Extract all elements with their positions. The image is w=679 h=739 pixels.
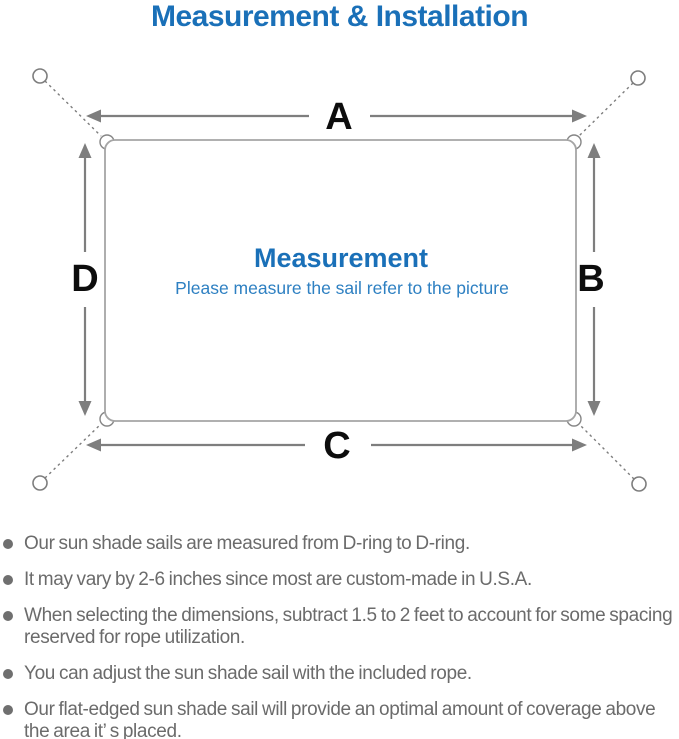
dim-label-d: D [71, 258, 98, 300]
tie-line-top-right [578, 82, 634, 137]
dim-label-b: B [577, 258, 604, 300]
anchor-ring-icon [32, 475, 48, 491]
anchor-rings [32, 68, 647, 492]
sail-outline [104, 139, 577, 422]
list-item: Our sun shade sails are measured from D-… [3, 533, 677, 555]
diagram-center-title: Measurement [254, 243, 428, 273]
list-item: You can adjust the sun shade sail with t… [3, 663, 677, 685]
measure-arrow-a [86, 109, 587, 123]
tie-line-bottom-left [44, 423, 102, 479]
note-text: Our flat-edged sun shade sail will provi… [24, 699, 656, 739]
measure-arrows [78, 109, 601, 452]
bullet-dot-icon [3, 669, 13, 679]
bullet-dot-icon [3, 575, 13, 585]
note-text: You can adjust the sun shade sail with t… [24, 663, 472, 684]
measure-arrow-b [587, 143, 601, 416]
measure-arrow-d [78, 143, 92, 416]
bullet-dot-icon [3, 705, 13, 715]
list-item: It may vary by 2-6 inches since most are… [3, 569, 677, 591]
page-title: Measurement & Installation [150, 0, 529, 33]
measure-arrow-c [86, 438, 587, 452]
tie-line-bottom-right [578, 423, 635, 480]
dim-label-a: A [325, 96, 352, 138]
dim-label-c: C [323, 425, 350, 467]
anchor-ring-icon [630, 70, 646, 86]
sail-measurement-diagram: A B C D Measurement Please measure the s… [32, 68, 647, 492]
bullet-dot-icon [3, 539, 13, 549]
list-item: Our flat-edged sun shade sail will provi… [3, 699, 677, 739]
note-text: When selecting the dimensions, subtract … [24, 605, 673, 648]
notes-list: Our sun shade sails are measured from D-… [0, 527, 679, 739]
tie-line-top-left [44, 80, 102, 137]
diagram-center-subtitle: Please measure the sail refer to the pic… [175, 278, 509, 298]
note-text: It may vary by 2-6 inches since most are… [24, 569, 532, 590]
bullet-dot-icon [3, 611, 13, 621]
note-text: Our sun shade sails are measured from D-… [24, 533, 470, 554]
anchor-ring-icon [32, 68, 48, 84]
list-item: When selecting the dimensions, subtract … [3, 605, 677, 649]
corner-tie-lines [44, 80, 635, 480]
anchor-ring-icon [631, 476, 647, 492]
